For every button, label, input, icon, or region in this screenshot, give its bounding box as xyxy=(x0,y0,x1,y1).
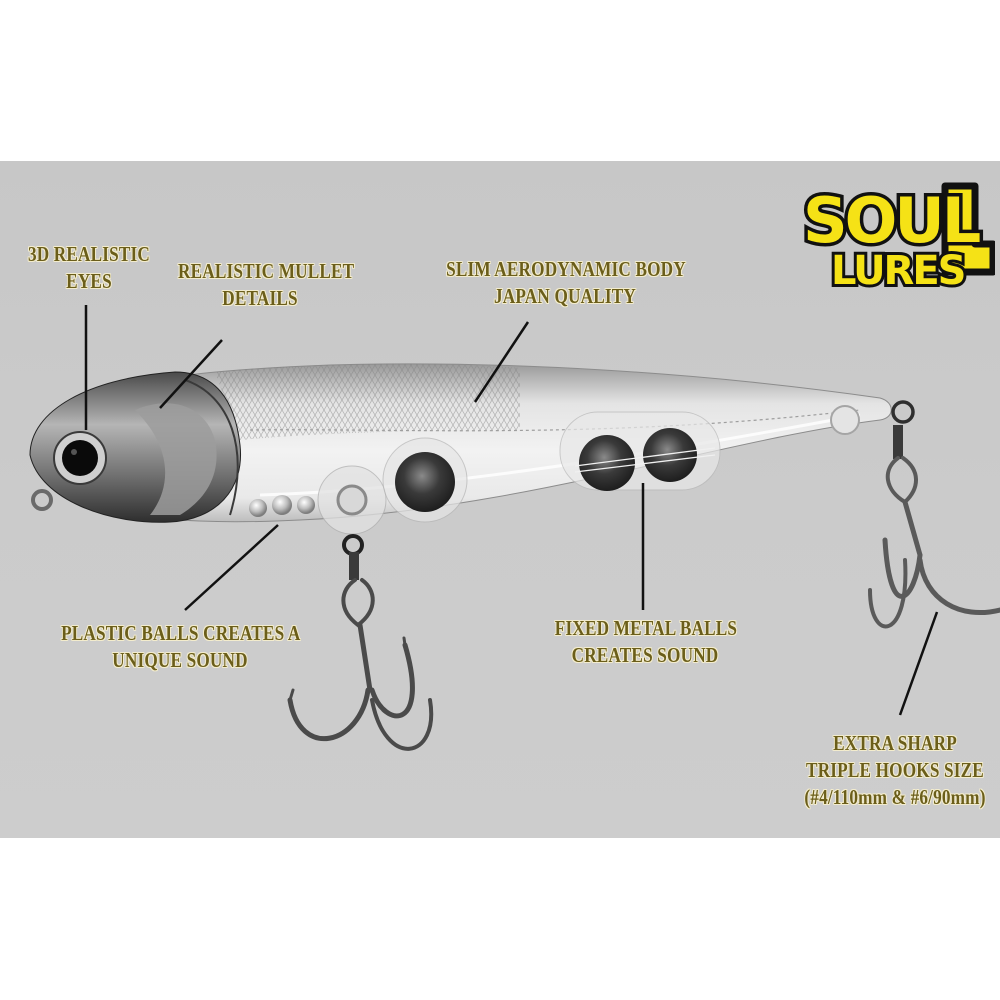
leader-plastic-balls xyxy=(184,524,279,611)
front-hook-hanger xyxy=(317,465,387,535)
metal-ball-chamber-1 xyxy=(382,437,468,523)
callout-mullet: REALISTIC MULLET DETAILS xyxy=(178,259,355,310)
plastic-balls xyxy=(249,495,315,517)
front-treble-hook xyxy=(287,534,434,751)
callout-hooks: EXTRA SHARP TRIPLE HOOKS SIZE (#4/110mm … xyxy=(804,731,986,809)
callout-plastic-balls: PLASTIC BALLS CREATES A UNIQUE SOUND xyxy=(61,621,301,672)
fixed-metal-balls xyxy=(559,411,721,491)
callout-body: SLIM AERODYNAMIC BODY JAPAN QUALITY xyxy=(446,257,686,308)
lure-illustration xyxy=(29,305,1000,751)
logo-lures: LURES xyxy=(831,248,964,292)
line-tie-ring xyxy=(31,489,53,511)
soul-lures-logo: SOUL LURES xyxy=(800,181,995,292)
leader-body xyxy=(473,321,530,403)
leader-hooks xyxy=(898,611,939,716)
callout-leaders xyxy=(84,305,939,716)
callout-metal-balls: FIXED METAL BALLS CREATES SOUND xyxy=(554,616,738,667)
callout-eyes: 3D REALISTIC EYES xyxy=(27,242,151,293)
tail-hook-hanger xyxy=(830,400,915,435)
rear-treble-hook xyxy=(868,425,1000,629)
product-photo-panel: SOUL LURES xyxy=(0,161,1000,838)
eye xyxy=(53,431,107,485)
logo-soul: SOUL xyxy=(803,184,980,257)
leader-mullet xyxy=(159,339,223,409)
